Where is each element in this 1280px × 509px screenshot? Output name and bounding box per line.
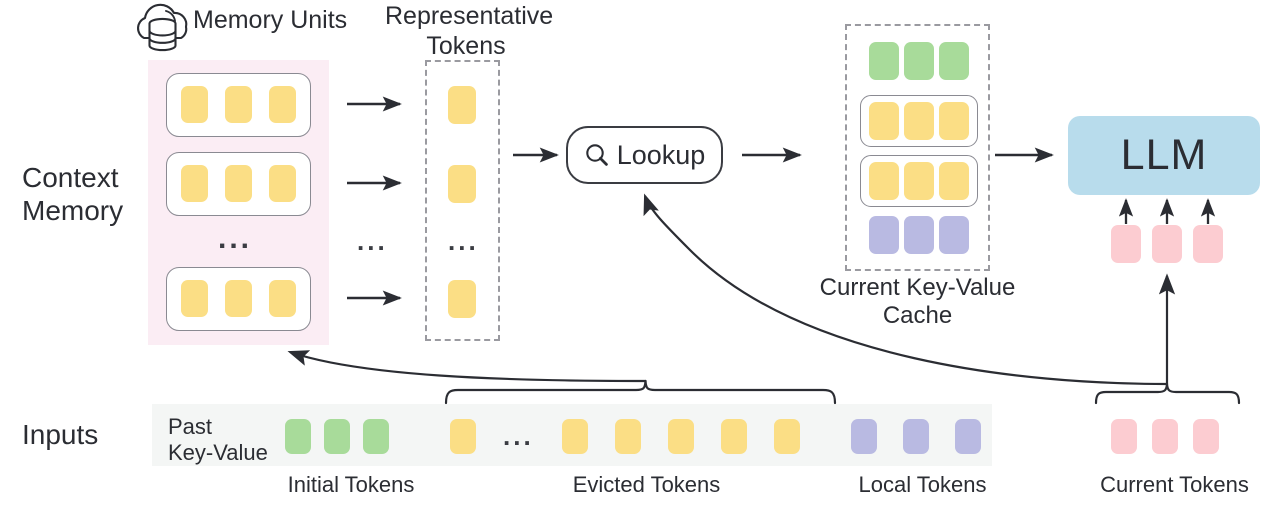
lookup-box[interactable]: Lookup [566, 126, 723, 184]
kv-cache-token[interactable] [869, 162, 899, 200]
input-token-evicted[interactable] [721, 419, 747, 454]
heading-current-kv-cache: Current Key-Value Cache [819, 274, 1016, 330]
current-token[interactable] [1152, 225, 1182, 263]
inputs-ellipsis: ... [503, 421, 534, 451]
group-label-evicted-tokens: Evicted Tokens [572, 472, 721, 497]
input-token-initial[interactable] [285, 419, 311, 454]
input-token-evicted[interactable] [668, 419, 694, 454]
input-token-current[interactable] [1152, 419, 1178, 454]
input-token-current[interactable] [1111, 419, 1137, 454]
memory-token[interactable] [269, 280, 296, 317]
input-token-evicted[interactable] [615, 419, 641, 454]
kv-cache-token[interactable] [904, 102, 934, 140]
kv-cache-token[interactable] [869, 216, 899, 254]
memory-token[interactable] [181, 165, 208, 202]
past-key-value-label: Past Key-Value [168, 414, 268, 465]
heading-representative-tokens: Representative Tokens [385, 2, 554, 60]
input-token-initial[interactable] [363, 419, 389, 454]
representative-tokens-ellipsis: ... [448, 226, 479, 256]
memory-token[interactable] [181, 86, 208, 123]
llm-box[interactable]: LLM [1068, 116, 1260, 195]
memory-token[interactable] [225, 86, 252, 123]
evicted-to-context-memory-arrow [287, 350, 646, 383]
memory-token[interactable] [225, 280, 252, 317]
kv-cache-token[interactable] [904, 42, 934, 80]
representative-token[interactable] [448, 86, 476, 124]
current-token[interactable] [1193, 225, 1223, 263]
current-token[interactable] [1111, 225, 1141, 263]
kv-cache-token[interactable] [939, 102, 969, 140]
group-label-current-tokens: Current Tokens [1100, 472, 1249, 497]
input-token-initial[interactable] [324, 419, 350, 454]
kv-cache-token[interactable] [939, 42, 969, 80]
representative-token[interactable] [448, 280, 476, 318]
input-token-evicted[interactable] [562, 419, 588, 454]
row-label-inputs: Inputs [22, 419, 99, 450]
representative-token[interactable] [448, 165, 476, 203]
memory-units-ellipsis: ... [218, 222, 253, 255]
kv-cache-token[interactable] [869, 42, 899, 80]
evicted-tokens-brace [444, 379, 837, 405]
current-tokens-brace [1094, 382, 1241, 405]
kv-cache-token[interactable] [939, 216, 969, 254]
memory-token[interactable] [269, 165, 296, 202]
search-icon [585, 144, 608, 166]
row-label-context-memory: Context Memory [22, 162, 124, 227]
arrow-column-ellipsis: ... [357, 226, 388, 256]
input-token-current[interactable] [1193, 419, 1219, 454]
input-token-evicted[interactable] [774, 419, 800, 454]
kv-cache-token[interactable] [869, 102, 899, 140]
memory-token[interactable] [269, 86, 296, 123]
kv-cache-token[interactable] [939, 162, 969, 200]
kv-cache-token[interactable] [904, 216, 934, 254]
heading-memory-units: Memory Units [193, 6, 348, 34]
representative-tokens-box [425, 60, 500, 341]
llm-label: LLM [1120, 131, 1208, 179]
memory-token[interactable] [181, 280, 208, 317]
group-label-local-tokens: Local Tokens [858, 472, 987, 497]
input-token-local[interactable] [955, 419, 981, 454]
lookup-label: Lookup [616, 139, 706, 170]
input-token-evicted[interactable] [450, 419, 476, 454]
input-token-local[interactable] [851, 419, 877, 454]
group-label-initial-tokens: Initial Tokens [287, 472, 415, 497]
input-token-local[interactable] [903, 419, 929, 454]
memory-token[interactable] [225, 165, 252, 202]
kv-cache-token[interactable] [904, 162, 934, 200]
